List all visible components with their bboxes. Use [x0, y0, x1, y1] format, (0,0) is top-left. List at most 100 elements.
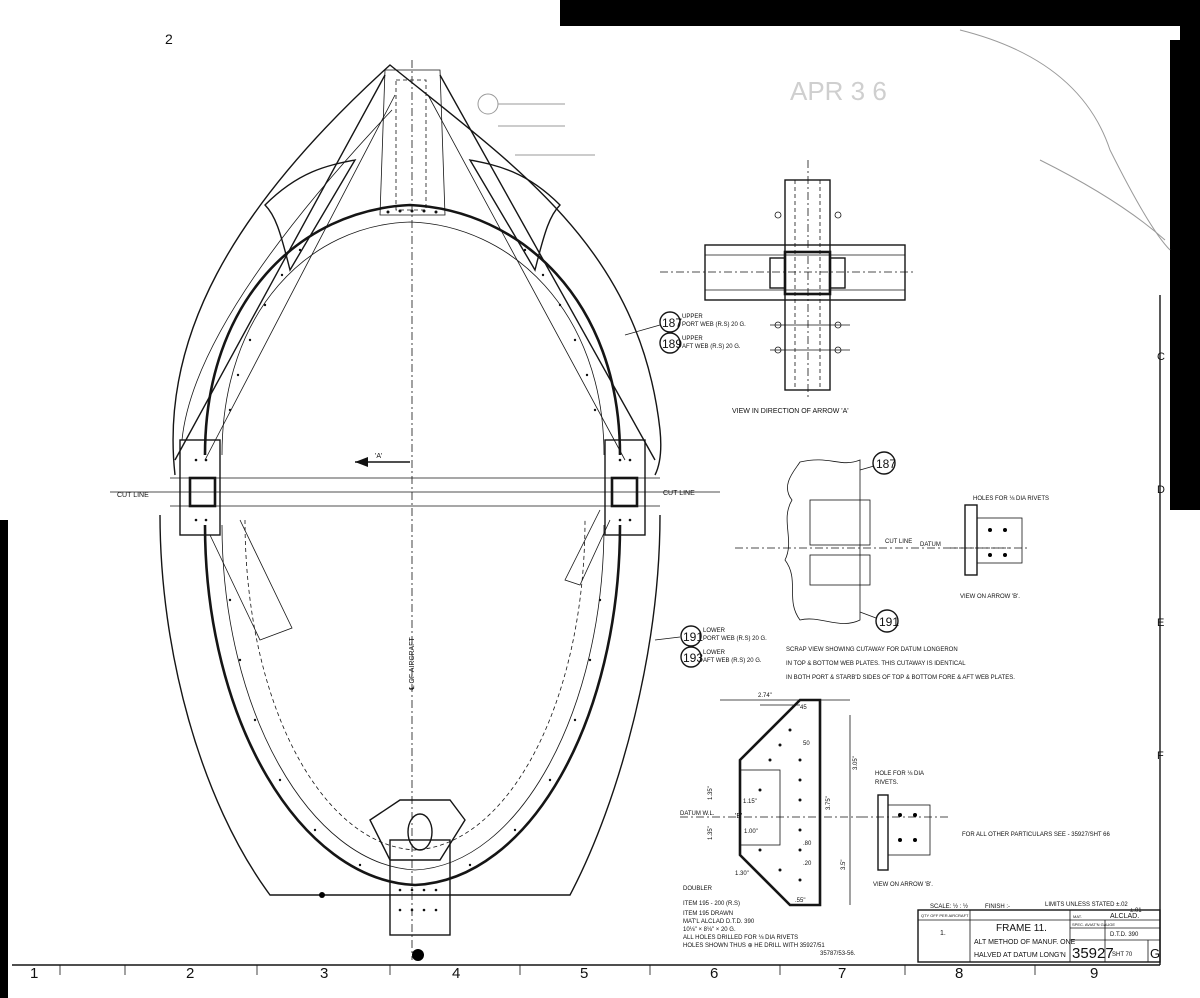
scan-corner: [1180, 0, 1200, 40]
faint-bubble: [477, 93, 499, 115]
gusset-top-right: [468, 159, 561, 272]
dim-55: .55": [795, 898, 805, 904]
arrow-a-label: 'A': [375, 453, 382, 460]
lower-brace-left: [209, 519, 293, 641]
margin-letter-c: C: [1157, 351, 1165, 363]
bubble-187-detail: 187: [876, 457, 896, 471]
inner-ring-upper-inner: [221, 221, 605, 456]
scrap-view: [735, 451, 1010, 633]
margin-letter-f: F: [1157, 750, 1164, 762]
doubler-note-1: ITEM 195 - 200 (R.S): [683, 901, 740, 907]
callout-upper-1-web: PORT WEB (R.S) 20 G.: [682, 322, 746, 328]
crown-fitting: [379, 69, 446, 216]
tb-spec-label: SPEC. AVIAT'N GAUGE: [1072, 922, 1115, 927]
ruler-7: 7: [838, 965, 846, 982]
doubler-detail: [680, 698, 860, 907]
callout-upper-2-web: AFT WEB (R.S) 20 G.: [682, 344, 741, 350]
tb-finish: FINISH :-: [985, 904, 1010, 910]
view-arrow-b-top-caption: VIEW ON ARROW 'B'.: [960, 594, 1020, 600]
keel-cradle: [369, 799, 466, 861]
strut-right-outer: [439, 74, 656, 461]
dim-20: .20: [803, 861, 812, 867]
view-arrow-a-caption: VIEW IN DIRECTION OF ARROW 'A': [732, 408, 849, 415]
callout-lower-2-web: AFT WEB (R.S) 20 G.: [703, 658, 762, 664]
doubler-note-0: DOUBLER: [683, 886, 713, 892]
margin-letter-e: E: [1157, 617, 1164, 629]
crown-inner: [395, 79, 427, 211]
ruler-6: 6: [710, 965, 718, 982]
dim-130: 1.30": [735, 871, 749, 877]
scrap-note-1: SCRAP VIEW SHOWING CUTAWAY FOR DATUM LON…: [786, 647, 958, 653]
dim-80: .80: [803, 841, 812, 847]
outer-skin-lower: [159, 514, 661, 896]
inner-ring-upper: [203, 203, 622, 456]
dim-100: 1.00": [744, 829, 758, 835]
arrow-a: [355, 457, 410, 467]
dim-115: 1.15": [743, 799, 757, 805]
tb-title2: ALT METHOD OF MANUF. ONE: [974, 939, 1076, 946]
strut-left-inner: [204, 94, 396, 461]
view-arrow-a-detail: [660, 160, 915, 400]
bubble-189: 189: [662, 337, 682, 351]
view-arrow-b-bottom-caption: VIEW ON ARROW 'B'.: [873, 882, 933, 888]
margin-letter-d: D: [1157, 484, 1165, 496]
callout-187-189: [624, 311, 681, 354]
side-fitting-left: [179, 439, 221, 536]
faint-stamp: APR 3 6: [790, 76, 887, 106]
tb-title3: HALVED AT DATUM LONG'N: [974, 952, 1066, 959]
scan-border-right: [1170, 40, 1200, 510]
inner-ring-lower-inner: [221, 524, 605, 871]
dim-45: 45: [800, 705, 807, 711]
strut-right-inner: [427, 94, 626, 461]
callout-lower-2: LOWER: [703, 650, 726, 656]
outer-skin-upper: [172, 64, 662, 476]
tb-sheet: SHT 70: [1112, 952, 1133, 958]
dim-top: 2.74": [758, 693, 772, 699]
callout-lower-1: LOWER: [703, 628, 726, 634]
tb-drawing-number: 35927: [1072, 945, 1114, 962]
tb-qty-header: QTY OFF PER AIRCRAFT: [921, 913, 969, 918]
holes-note-mid2: RIVETS.: [875, 780, 899, 786]
cut-line-right-label: CUT LINE: [663, 490, 695, 497]
cut-line-detail-label: CUT LINE: [885, 539, 912, 545]
tb-limits: LIMITS UNLESS STATED ±.02: [1045, 902, 1128, 908]
callout-upper-2: UPPER: [682, 336, 703, 342]
tb-mat-value: ALCLAD.: [1110, 913, 1139, 920]
scan-border-top-left-white: [0, 0, 560, 26]
ruler-5: 5: [580, 965, 588, 982]
doubler-note-3: MAT'L ALCLAD D.T.D. 390: [683, 919, 755, 925]
gusset-top-left: [264, 159, 357, 272]
tb-limits2: ±.01: [1130, 908, 1142, 914]
ruler-1: 1: [30, 965, 38, 982]
side-fitting-right: [604, 439, 646, 536]
callout-upper-1: UPPER: [682, 314, 703, 320]
holes-note-mid: HOLE FOR ⅛ DIA: [875, 771, 924, 777]
ruler-3: 3: [320, 965, 328, 982]
doubler-note-6: HOLES SHOWN THUS ⊕ HE DRILL WITH 35927/5…: [683, 943, 825, 949]
tb-spec-value: D.T.D. 390: [1110, 932, 1139, 938]
dim-135b: 1.35": [708, 826, 714, 840]
strut-left-outer: [174, 74, 386, 461]
bubble-191-detail: 191: [879, 615, 899, 629]
holes-note-top: HOLES FOR ⅛ DIA RIVETS: [973, 496, 1049, 502]
dim-135: 1.35": [708, 786, 714, 800]
keel-fitting: [389, 839, 451, 936]
tb-scale: SCALE: ½ : ½: [930, 903, 968, 910]
doubler-note-2: ITEM 195 DRAWN: [683, 911, 733, 917]
bubble-191: 191: [683, 630, 703, 644]
bubble-187: 187: [662, 316, 682, 330]
dim-vert2: 3.75": [826, 796, 832, 810]
scrap-note-2: IN TOP & BOTTOM WEB PLATES. THIS CUTAWAY…: [786, 661, 966, 667]
ruler-ticks: [59, 965, 1036, 975]
datum-wl-label: DATUM W.L.: [680, 811, 715, 817]
rivet-bottom-left: [319, 892, 325, 898]
ruler-9: 9: [1090, 965, 1098, 982]
doubler-note-7: 35787/53-56.: [820, 951, 856, 957]
view-arrow-b-top-detail: [950, 504, 1030, 576]
inner-ring-lower-hidden: [244, 519, 586, 851]
particulars-note: FOR ALL OTHER PARTICULARS SEE - 35927/SH…: [962, 832, 1110, 838]
grid-number-top: 2: [165, 31, 173, 47]
outer-skin-upper-inner: [181, 109, 393, 441]
dim-bot: 3.5": [841, 860, 847, 870]
